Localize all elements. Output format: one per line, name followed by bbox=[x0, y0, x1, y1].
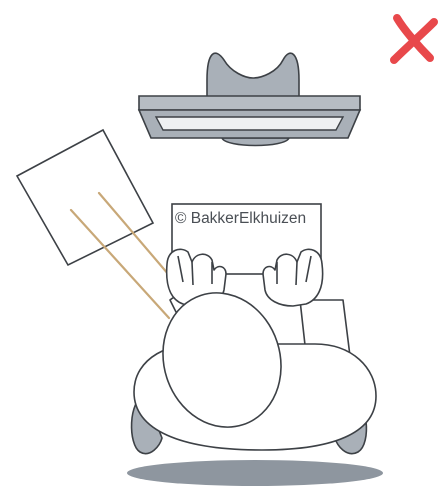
floor-shadow bbox=[127, 460, 383, 486]
cross-mark-icon bbox=[394, 18, 434, 60]
person-icon bbox=[134, 249, 376, 450]
document-icon bbox=[17, 130, 153, 265]
copyright-label: © BakkerElkhuizen bbox=[175, 210, 306, 227]
monitor-icon bbox=[139, 53, 360, 145]
